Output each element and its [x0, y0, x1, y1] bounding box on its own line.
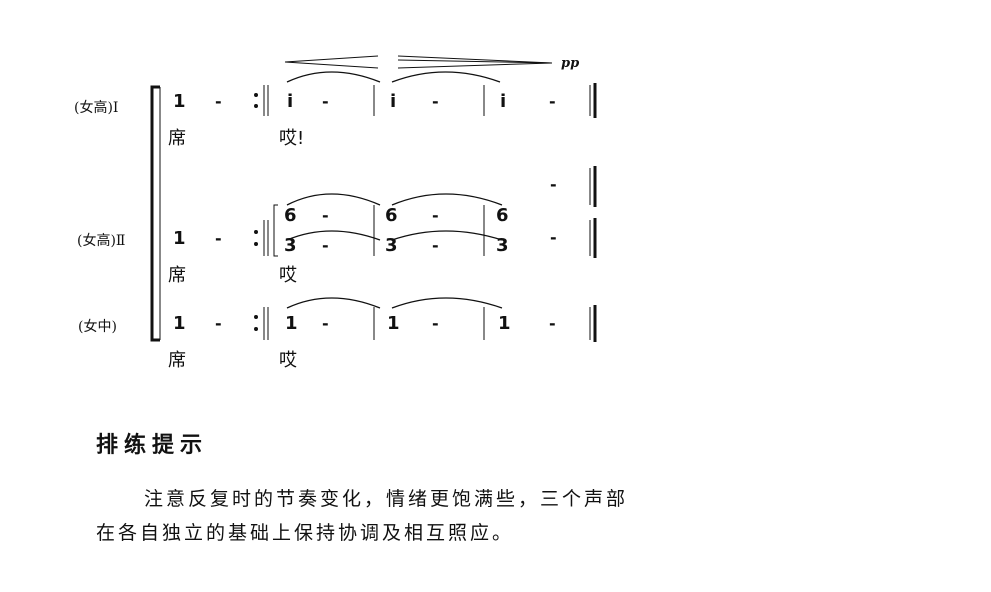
pickup-dash: - — [215, 314, 222, 333]
hairpin-decrescendo — [397, 55, 553, 69]
dash: - — [550, 228, 557, 247]
tips-line-2: 在各自独立的基础上保持协调及相互照应。 — [96, 522, 515, 544]
pickup-dash: - — [215, 92, 222, 111]
dash: - — [322, 314, 329, 333]
note: i — [500, 91, 507, 112]
tie — [391, 71, 501, 83]
tie — [391, 297, 503, 309]
dynamic-marking: pp — [561, 56, 580, 71]
dash: - — [432, 206, 439, 225]
tie — [286, 71, 381, 83]
lyric: 席 — [168, 128, 186, 149]
note: 3 — [496, 235, 509, 256]
divisi-bracket — [273, 204, 278, 257]
dash: - — [432, 314, 439, 333]
repeat-sign-voice-1 — [254, 85, 269, 116]
lyric: 哎! — [279, 128, 305, 149]
tips-heading: 排练提示 — [96, 433, 209, 458]
note: i — [287, 91, 294, 112]
tips-line-1: 注意反复时的节奏变化，情绪更饱满些，三个声部 — [144, 488, 629, 510]
dash: - — [550, 175, 557, 194]
note: 6 — [284, 205, 297, 226]
tie — [286, 297, 381, 309]
lyric: 哎 — [279, 265, 297, 286]
repeat-sign-voice-3 — [254, 307, 269, 340]
pickup-note: 1 — [173, 228, 186, 249]
lyric: 哎 — [279, 350, 297, 371]
note: 1 — [387, 313, 400, 334]
note: 6 — [496, 205, 509, 226]
dash: - — [549, 92, 556, 111]
dash: - — [549, 314, 556, 333]
note: 3 — [385, 235, 398, 256]
note: 1 — [498, 313, 511, 334]
lyric: 席 — [168, 265, 186, 286]
voice-label: (女中) — [78, 319, 117, 335]
tie — [286, 193, 381, 206]
voice-label: (女高)Ⅱ — [77, 233, 126, 249]
lyric: 席 — [168, 350, 186, 371]
pickup-dash: - — [215, 229, 222, 248]
dash: - — [322, 206, 329, 225]
hairpin-crescendo — [284, 55, 379, 69]
dash: - — [432, 92, 439, 111]
pickup-note: 1 — [173, 313, 186, 334]
note: 6 — [385, 205, 398, 226]
repeat-sign-voice-2 — [254, 220, 269, 256]
note: 1 — [285, 313, 298, 334]
note: 3 — [284, 235, 297, 256]
dash: - — [432, 236, 439, 255]
tie — [286, 230, 381, 241]
voice-label: (女高)Ⅰ — [74, 100, 119, 116]
note: i — [390, 91, 397, 112]
dash: - — [322, 92, 329, 111]
pickup-note: 1 — [173, 91, 186, 112]
dash: - — [322, 236, 329, 255]
tie — [391, 193, 503, 206]
system-bracket — [150, 85, 160, 342]
tie — [391, 230, 503, 241]
